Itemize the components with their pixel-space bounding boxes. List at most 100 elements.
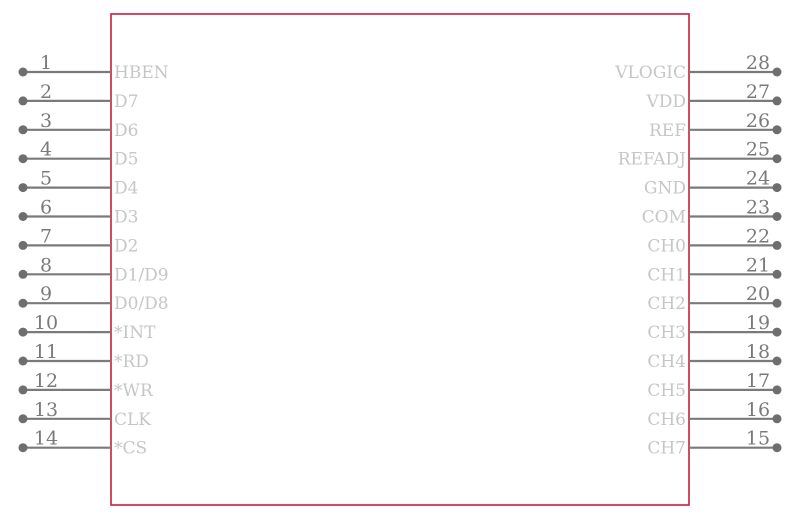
pin-name-label: CLK [114, 410, 151, 430]
pin-number: 20 [746, 283, 770, 305]
pin-name-label: COM [642, 208, 686, 228]
pin-name-label: D4 [114, 179, 138, 199]
pin-endpoint-dot[interactable] [772, 443, 782, 453]
pin-number: 6 [40, 197, 52, 219]
pin-name-label: REFADJ [618, 150, 686, 170]
pin-endpoint-dot[interactable] [772, 269, 782, 279]
pin-name-label: *WR [114, 381, 154, 401]
pin-endpoint-dot[interactable] [18, 125, 28, 135]
pin-11: 11 *RD [18, 341, 149, 372]
pin-number: 23 [746, 197, 770, 219]
pin-number: 3 [40, 110, 52, 132]
pin-12: 12 *WR [18, 370, 154, 401]
pin-number: 15 [746, 428, 770, 450]
pin-name-label: CH0 [647, 236, 686, 256]
pin-name-label: CH4 [647, 352, 686, 372]
pin-endpoint-dot[interactable] [772, 125, 782, 135]
pin-number: 16 [746, 399, 770, 421]
pin-number: 17 [746, 370, 770, 392]
pin-number: 11 [34, 341, 58, 363]
pin-endpoint-dot[interactable] [772, 212, 782, 221]
pin-endpoint-dot[interactable] [18, 67, 28, 77]
pin-name-label: REF [649, 121, 686, 141]
pin-number: 2 [40, 81, 52, 103]
pin-endpoint-dot[interactable] [18, 356, 28, 366]
pin-number: 12 [34, 370, 58, 392]
pin-name-label: *RD [114, 352, 149, 372]
pin-number: 7 [40, 225, 52, 247]
pin-endpoint-dot[interactable] [18, 443, 28, 453]
pin-number: 8 [40, 254, 52, 276]
pin-number: 18 [746, 341, 770, 363]
pin-number: 19 [746, 312, 770, 334]
pin-number: 4 [40, 139, 52, 161]
pin-number: 27 [746, 81, 770, 103]
pin-endpoint-dot[interactable] [772, 414, 782, 424]
pin-endpoint-dot[interactable] [18, 385, 28, 395]
pin-number: 22 [746, 225, 770, 247]
pin-name-label: CH3 [647, 323, 686, 343]
pin-number: 25 [746, 139, 770, 161]
pin-name-label: D3 [114, 208, 138, 228]
pin-endpoint-dot[interactable] [772, 385, 782, 395]
pin-endpoint-dot[interactable] [772, 96, 782, 106]
pin-number: 13 [34, 399, 58, 421]
pin-endpoint-dot[interactable] [772, 327, 782, 337]
pin-endpoint-dot[interactable] [18, 96, 28, 106]
pin-endpoint-dot[interactable] [772, 356, 782, 366]
pin-name-label: HBEN [114, 63, 169, 83]
pin-endpoint-dot[interactable] [18, 327, 28, 337]
pin-endpoint-dot[interactable] [18, 298, 28, 308]
pin-endpoint-dot[interactable] [772, 240, 782, 250]
pin-name-label: GND [644, 179, 686, 199]
pin-14: 14*CS [18, 428, 147, 459]
pin-name-label: D1/D9 [114, 265, 169, 285]
pin-endpoint-dot[interactable] [772, 154, 782, 164]
pin-number: 24 [746, 168, 770, 190]
pin-endpoint-dot[interactable] [18, 240, 28, 250]
pin-name-label: CH6 [647, 410, 686, 430]
pin-endpoint-dot[interactable] [18, 154, 28, 164]
pin-name-label: CH5 [647, 381, 686, 401]
pin-endpoint-dot[interactable] [772, 183, 782, 193]
component-body [110, 13, 690, 506]
pin-name-label: VDD [645, 92, 686, 112]
pin-number: 10 [34, 312, 58, 334]
pin-endpoint-dot[interactable] [18, 183, 28, 193]
pin-number: 14 [34, 428, 58, 450]
pin-endpoint-dot[interactable] [18, 414, 28, 424]
pin-number: 1 [40, 52, 52, 74]
pin-name-label: D2 [114, 236, 138, 256]
pin-name-label: CH7 [647, 439, 686, 459]
pin-endpoint-dot[interactable] [18, 269, 28, 279]
pin-endpoint-dot[interactable] [772, 67, 782, 77]
pin-endpoint-dot[interactable] [18, 212, 28, 221]
pin-endpoint-dot[interactable] [772, 298, 782, 308]
pin-name-label: D5 [114, 150, 138, 170]
pin-name-label: D0/D8 [114, 294, 169, 314]
right-pin-group: 28VLOGIC27VDD26REF25REFADJ24GND23COM22CH… [614, 52, 782, 459]
pin-number: 9 [40, 283, 52, 305]
pin-number: 28 [746, 52, 770, 74]
